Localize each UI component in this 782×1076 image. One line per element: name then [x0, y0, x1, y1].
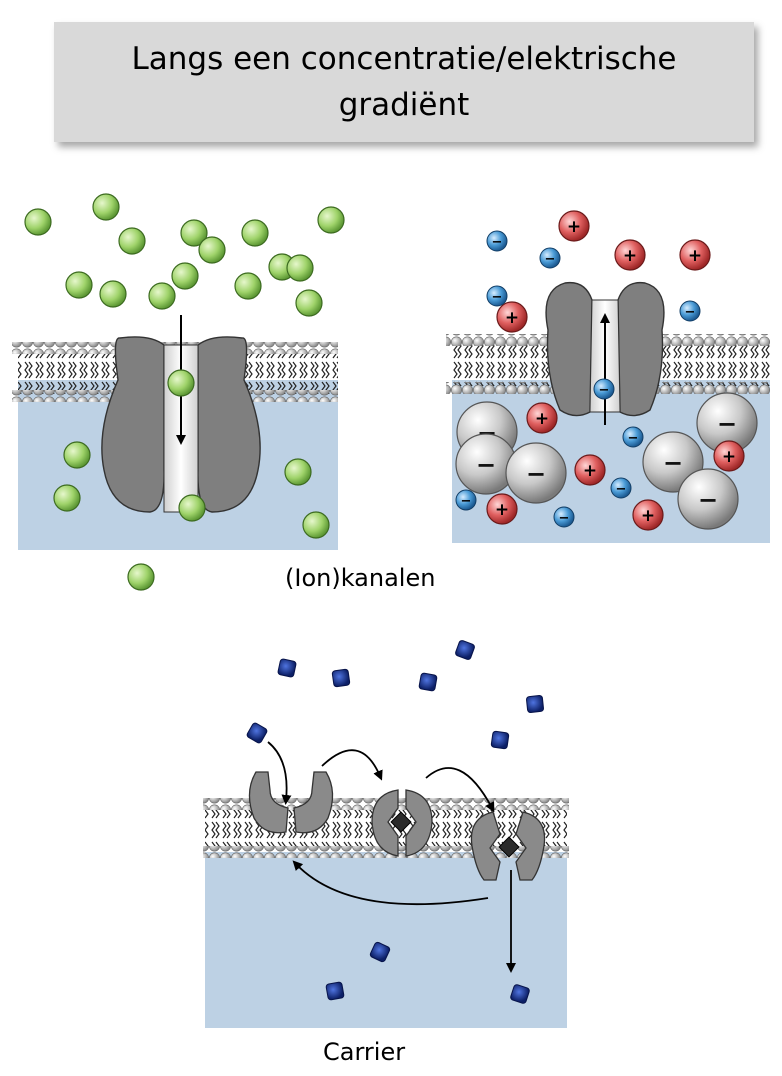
positive-ion: + [486, 493, 518, 525]
negative-ion: − [539, 247, 561, 269]
substrate [510, 984, 530, 1004]
substrate [331, 668, 351, 688]
negative-ions: − − − − − − − − − [455, 230, 701, 528]
green-particle [295, 289, 323, 317]
green-particle [65, 271, 93, 299]
green-particle [317, 206, 345, 234]
green-particle [118, 227, 146, 255]
positive-ion: + [632, 499, 664, 531]
cation-sign: + [722, 447, 736, 467]
large-anion: − [505, 442, 567, 504]
negative-ion: − [679, 300, 701, 322]
cation-sign: + [623, 246, 637, 266]
substrate [455, 640, 475, 660]
ion-sign: − [461, 494, 472, 509]
negative-ion: − [593, 378, 615, 400]
green-particle [284, 458, 312, 486]
carrier-protein-open-in [470, 811, 546, 881]
green-particle [99, 280, 127, 308]
anion-sign: − [663, 449, 683, 477]
positive-ion: + [558, 210, 590, 242]
green-particle [53, 484, 81, 512]
return-arrow [292, 860, 489, 906]
substrate [526, 695, 544, 713]
green-particle [171, 262, 199, 290]
positive-ions: + + + + + + + + + [486, 210, 745, 531]
negative-ion: − [486, 285, 508, 307]
carrier-protein-occluded [371, 789, 433, 857]
title-box: Langs een concentratie/elektrische gradi… [54, 22, 754, 142]
positive-ion: + [496, 301, 528, 333]
green-particle [92, 193, 120, 221]
green-particle [234, 272, 262, 300]
substrate [246, 722, 268, 744]
binding-arrow [267, 741, 292, 805]
substrate [490, 730, 510, 750]
green-particle [24, 208, 52, 236]
negative-ion: − [610, 477, 632, 499]
green-particle [241, 219, 269, 247]
cation-sign: + [567, 217, 581, 237]
green-particle [286, 254, 314, 282]
green-particle [63, 441, 91, 469]
ion-sign: − [599, 383, 610, 398]
carrier-panel [203, 640, 569, 1028]
page-title: Langs een concentratie/elektrische gradi… [131, 41, 677, 123]
green-particle [167, 369, 195, 397]
cation-sign: + [535, 409, 549, 429]
substrate [277, 658, 297, 678]
large-anion: − [677, 468, 739, 530]
carrier-arrows [267, 741, 516, 973]
cation-sign: + [583, 461, 597, 481]
negative-ion: − [553, 506, 575, 528]
positive-ion: + [574, 454, 606, 486]
occlusion-arrow [321, 749, 383, 781]
channel-panel [12, 193, 345, 591]
ion-sign: − [628, 431, 639, 446]
cation-sign: + [688, 246, 702, 266]
ion-channel-panel: − − − − − − + + + + + + + + + − − − − − … [446, 210, 770, 543]
carrier-protein-open-out [248, 771, 334, 834]
cation-sign: + [641, 506, 655, 526]
substrate [369, 941, 391, 963]
anion-sign: − [698, 486, 718, 514]
large-anion: − [455, 433, 517, 495]
green-particles [24, 193, 345, 591]
cation-sign: + [505, 308, 519, 328]
substrate [418, 672, 438, 692]
ion-sign: − [545, 252, 556, 267]
negative-ion: − [455, 489, 477, 511]
negative-ion: − [622, 426, 644, 448]
release-arrow [425, 767, 495, 813]
positive-ion: + [526, 402, 558, 434]
green-particle [178, 494, 206, 522]
positive-ion: + [713, 440, 745, 472]
large-anions: − − − − − − [455, 392, 758, 530]
carrier-caption: Carrier [323, 1038, 406, 1066]
substrate [325, 981, 345, 1001]
substrate-molecules [246, 640, 544, 1004]
ion-sign: − [685, 305, 696, 320]
negative-ion: − [486, 230, 508, 252]
ion-sign: − [492, 235, 503, 250]
green-particle [127, 563, 155, 591]
positive-ion: + [679, 239, 711, 271]
positive-ion: + [614, 239, 646, 271]
green-particle [180, 219, 208, 247]
anion-sign: − [476, 451, 496, 479]
channels-caption: (Ion)kanalen [285, 564, 436, 592]
green-particle [302, 511, 330, 539]
anion-sign: − [526, 460, 546, 488]
ion-sign: − [616, 482, 627, 497]
green-particle [148, 282, 176, 310]
ion-sign: − [492, 290, 503, 305]
anion-sign: − [717, 410, 737, 438]
ion-sign: − [559, 511, 570, 526]
cytoplasm-region [205, 852, 567, 1028]
green-particle [198, 236, 226, 264]
cation-sign: + [495, 500, 509, 520]
